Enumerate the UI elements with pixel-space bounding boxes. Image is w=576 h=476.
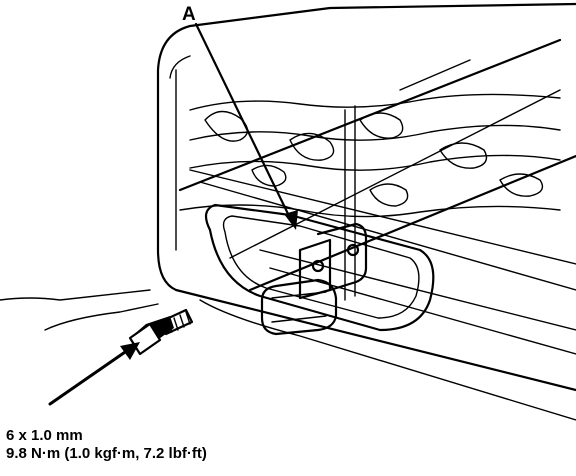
clip-bracket (260, 222, 368, 336)
callout-a-leader (194, 22, 298, 230)
fastener-size-text: 6 x 1.0 mm (6, 427, 83, 444)
bolt (128, 308, 194, 356)
grille-ribs (179, 93, 561, 218)
fastener-torque-text: 9.8 N·m (1.0 kgf·m, 7.2 lbf·ft) (6, 445, 207, 462)
bolt-leader-arrow (48, 342, 140, 406)
callout-a-label: A (182, 4, 196, 25)
lower-opening (204, 203, 435, 332)
bumper-panel (0, 2, 576, 421)
